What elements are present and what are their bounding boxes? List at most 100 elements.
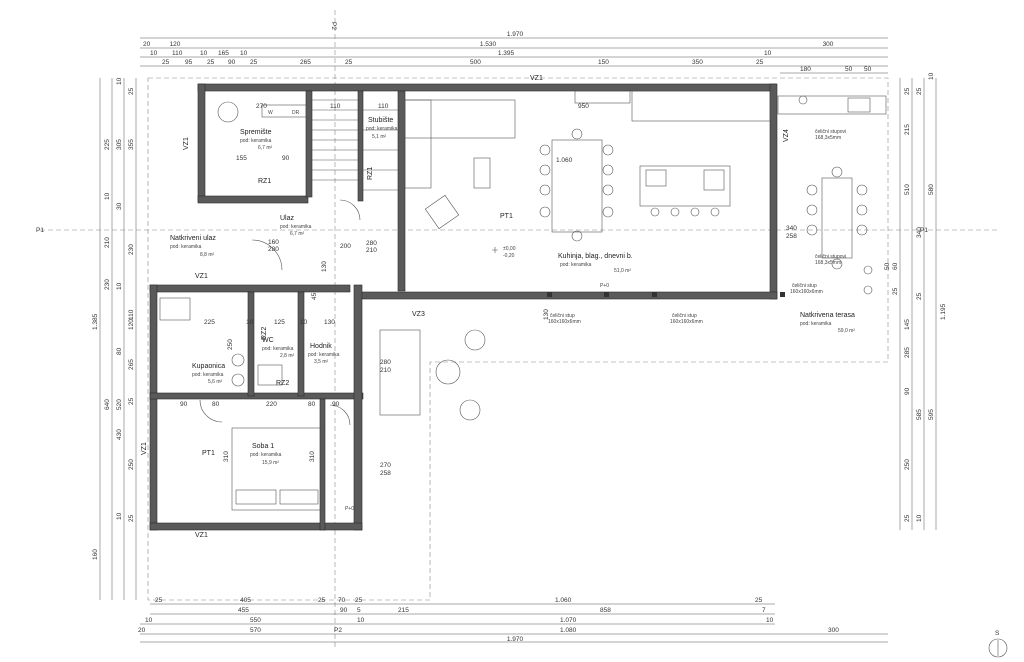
level-cross-icon — [492, 247, 498, 253]
dim-top-r4-8: 150 — [598, 59, 609, 66]
dim-bot-r1-0: 25 — [155, 597, 163, 604]
room-floor: pod: keramika — [800, 321, 832, 327]
dim-bot-r2-1: 90 — [340, 607, 348, 614]
inner-dim: 258 — [786, 233, 797, 240]
inner-dim: 80 — [308, 401, 316, 408]
dim-bot-r3-1: 550 — [250, 617, 261, 624]
washbasin-icon — [231, 373, 245, 387]
dim-left-inner-3: 110 — [128, 309, 135, 320]
compass-icon — [988, 638, 1008, 658]
dim-right-inner-7: 25 — [904, 514, 911, 522]
storage-water-heater-icon — [217, 101, 239, 123]
furniture: W DR 1.060 — [159, 90, 887, 511]
lounge-chair-icon — [464, 329, 486, 351]
p1-left-label: P1 — [36, 227, 44, 234]
room-floor: pod: keramika — [240, 138, 272, 144]
dim-top-r4-7: 500 — [470, 59, 481, 66]
stool-icon — [710, 207, 720, 217]
dim-top-r3-2: 10 — [200, 50, 208, 57]
dim-bot-r3-2: 10 — [357, 617, 365, 624]
chair-icon — [602, 206, 614, 218]
label-rz1-b: RZ1 — [367, 167, 374, 180]
chair-icon — [602, 184, 614, 196]
dim-right-inner-2: 60 — [892, 262, 899, 270]
inner-dim: 10 — [246, 319, 254, 326]
column-note-label: čelični stup — [792, 283, 817, 289]
coffee-table — [473, 157, 491, 189]
right-dimension-lines: 1.195 595 580 510 340 285 215 250 585 25… — [884, 72, 947, 530]
label-pt1-a: PT1 — [500, 213, 513, 220]
inner-dim: 220 — [266, 401, 277, 408]
column-note-size: 160x160x6mm — [670, 319, 703, 325]
room-name: Spremište — [240, 129, 272, 136]
label-vz4: VZ4 — [783, 129, 790, 142]
room-name: WC — [262, 337, 274, 344]
dim-top-r3-6: 10 — [764, 50, 772, 57]
column-note-label: čelični stupovi — [815, 129, 846, 135]
round-column-marker — [798, 95, 808, 105]
room-floor: pod: keramika — [308, 352, 340, 358]
room-area: 2,8 m² — [280, 353, 295, 359]
room-name: Kupaonica — [192, 363, 225, 370]
inner-pd0: P+0 — [345, 506, 354, 512]
dim-right-mid-4: 250 — [904, 459, 911, 470]
room-floor: pod: keramika — [192, 372, 224, 378]
inner-dim: 155 — [236, 155, 247, 162]
lounge-bench — [379, 329, 421, 416]
pillow — [279, 489, 319, 505]
chair-icon — [602, 164, 614, 176]
dim-top-r2-3: 300 — [823, 41, 834, 48]
room-name: Soba 1 — [252, 443, 274, 450]
dim-left-inner-12: 25 — [128, 514, 135, 522]
room-entrance: Ulaz pod: keramika 6,7 m² — [280, 215, 312, 237]
dim-top-r5-1: 50 — [845, 66, 853, 73]
chair-icon — [539, 206, 551, 218]
dim-bot-r2-4: 858 — [600, 607, 611, 614]
room-hallway: Hodnik pod: keramika 3,5 m² — [308, 343, 340, 365]
dim-left-mid-2: 430 — [116, 429, 123, 440]
sink-icon — [645, 169, 667, 187]
dim-top-r5-2: 50 — [864, 66, 872, 73]
armchair — [424, 194, 460, 230]
label-vz1-left-top: VZ1 — [183, 137, 190, 150]
dryer-label: DR — [292, 110, 300, 116]
inner-dim: 280 — [366, 240, 377, 247]
dim-top-r2-0: 20 — [143, 41, 151, 48]
inner-dim: 125 — [274, 319, 285, 326]
label-rz1-a: RZ1 — [258, 178, 271, 185]
dim-left-inner-7: 120 — [128, 319, 135, 330]
door-swing-icon — [339, 199, 361, 221]
dim-top-r4-2: 25 — [207, 59, 215, 66]
room-wc: WC pod: keramika 2,8 m² — [262, 337, 295, 359]
dim-bot-r3-0: 10 — [145, 617, 153, 624]
room-area: 3,5 m² — [314, 359, 329, 365]
dim-left-inner-0: 25 — [128, 87, 135, 95]
dim-top-r4-1: 95 — [185, 59, 193, 66]
column-note-size: 168,3x5mm — [815, 260, 841, 266]
dim-top-r2-2: 1.530 — [480, 41, 497, 48]
lounge-chair-icon — [459, 399, 481, 421]
inner-dim: 130 — [321, 261, 328, 272]
outdoor-kitchen — [777, 95, 887, 115]
dim-top-total: 1.970 — [507, 31, 524, 38]
north-arrow: S — [988, 630, 1008, 658]
inner-dim: 340 — [786, 225, 797, 232]
dim-bot-r2-3: 215 — [398, 607, 409, 614]
room-floor: pod: keramika — [250, 452, 282, 458]
dim-top-r4-9: 350 — [692, 59, 703, 66]
north-label: S — [995, 630, 1000, 637]
p2-top-label: P2 — [330, 22, 337, 30]
room-name: Hodnik — [310, 343, 332, 350]
dim-right-inner-9: 10 — [916, 514, 923, 522]
left-dimension-lines: 1.385 160 640 520 430 225 305 355 10 30 … — [92, 77, 137, 600]
room-area: 51,0 m² — [614, 268, 631, 274]
room-storage: Spremište pod: keramika 6,7 m² — [240, 129, 273, 151]
dim-top-r3-0: 10 — [150, 50, 158, 57]
inner-dim: 110 — [330, 103, 341, 110]
room-name: Natkriveni ulaz — [170, 235, 216, 242]
inner-dim: 160 — [268, 239, 279, 246]
pillow — [235, 489, 277, 505]
chair-icon — [831, 166, 843, 178]
dim-bot-r1-5: 1.060 — [555, 597, 572, 604]
